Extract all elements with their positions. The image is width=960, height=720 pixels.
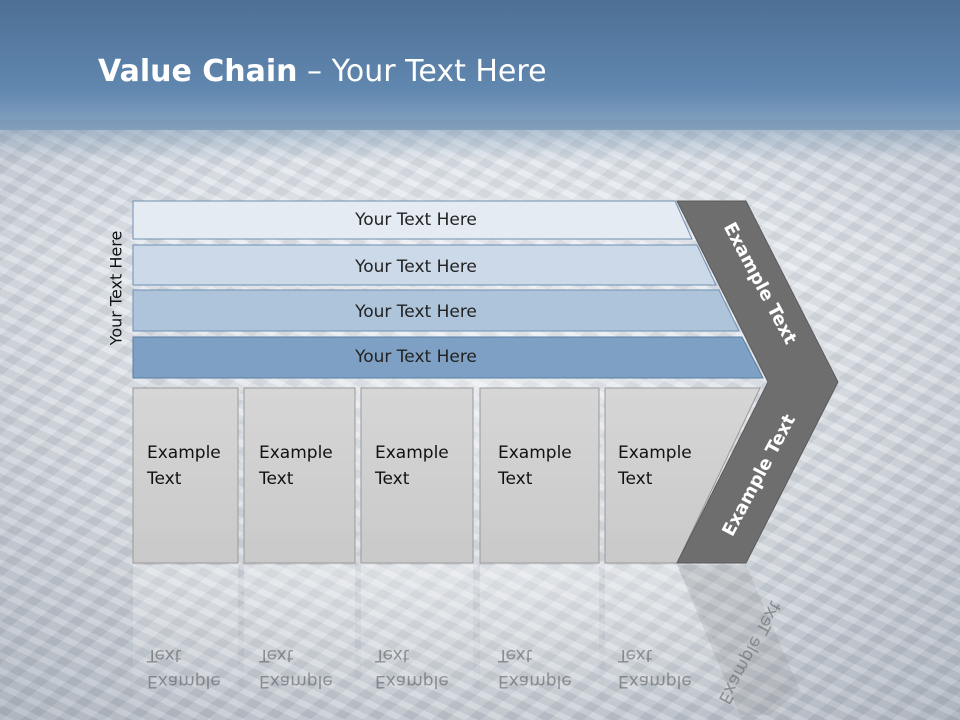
- bar-label-3: Your Text Here: [354, 302, 477, 322]
- box-line2-3: Text: [374, 469, 410, 489]
- header-fade: [0, 120, 960, 160]
- title-bold: Value Chain: [98, 54, 298, 89]
- box-1[interactable]: Example Text: [132, 387, 239, 564]
- bar-label-1: Your Text Here: [354, 210, 477, 230]
- box-line2-1: Text: [146, 469, 182, 489]
- box-line1-3: Example: [375, 443, 449, 463]
- reflection-chevron: [677, 565, 800, 715]
- reflection-text-4b: Text: [497, 645, 533, 665]
- bar-row-2[interactable]: Your Text Here: [132, 244, 717, 286]
- title-rest: – Your Text Here: [297, 54, 547, 89]
- reflection-box-1: [133, 565, 238, 715]
- box-4[interactable]: Example Text: [479, 387, 600, 564]
- bar-label-2: Your Text Here: [354, 257, 477, 277]
- box-shape-4: [479, 387, 600, 564]
- bar-row-4[interactable]: Your Text Here: [132, 336, 764, 379]
- box-3[interactable]: Example Text: [360, 387, 474, 564]
- box-line2-5: Text: [617, 469, 653, 489]
- reflection-text-1b: Text: [146, 645, 182, 665]
- box-shape-1: [132, 387, 239, 564]
- box-2[interactable]: Example Text: [243, 387, 356, 564]
- reflection-box-5: [605, 565, 750, 715]
- reflection-text-3b: Text: [374, 645, 410, 665]
- bar-label-4: Your Text Here: [354, 347, 477, 367]
- header-band: [0, 0, 960, 130]
- bar-shape-1: [132, 200, 693, 240]
- reflection-text-4a: Example: [498, 671, 572, 691]
- reflection-text-2b: Text: [258, 645, 294, 665]
- reflection-text-2a: Example: [259, 671, 333, 691]
- slide-title[interactable]: Value Chain – Your Text Here: [98, 54, 547, 89]
- box-line1-5: Example: [618, 443, 692, 463]
- reflection-box-4: [480, 565, 599, 715]
- box-line1-1: Example: [147, 443, 221, 463]
- bar-shape-4: [132, 336, 764, 379]
- chevron-shape: [676, 200, 839, 564]
- box-line2-4: Text: [497, 469, 533, 489]
- box-shape-3: [360, 387, 474, 564]
- reflection-text-1a: Example: [147, 671, 221, 691]
- box-shape-2: [243, 387, 356, 564]
- box-line1-2: Example: [259, 443, 333, 463]
- box-line2-2: Text: [258, 469, 294, 489]
- reflection-box-2: [244, 565, 355, 715]
- box-line1-4: Example: [498, 443, 572, 463]
- bar-row-1[interactable]: Your Text Here: [132, 200, 693, 240]
- reflection-text-5b: Text: [617, 645, 653, 665]
- reflection-text-5a: Example: [618, 671, 692, 691]
- reflection: Example Text Example Text Example Text E…: [133, 565, 800, 715]
- reflection-box-3: [361, 565, 473, 715]
- bar-row-3[interactable]: Your Text Here: [132, 289, 740, 332]
- bar-shape-2: [132, 244, 717, 286]
- bar-shape-3: [132, 289, 740, 332]
- reflection-text-3a: Example: [375, 671, 449, 691]
